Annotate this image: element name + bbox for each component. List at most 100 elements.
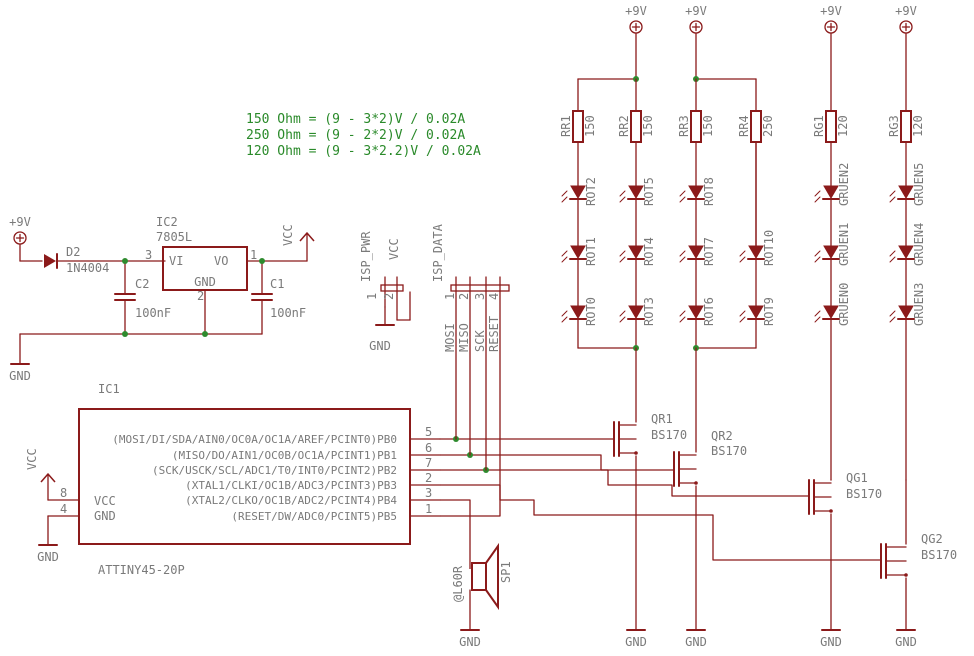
diode-body bbox=[44, 254, 56, 268]
transistor-qg1-source-node bbox=[829, 509, 833, 513]
led-body bbox=[570, 245, 586, 259]
led-body bbox=[628, 185, 644, 199]
resistor-body bbox=[900, 110, 912, 143]
led-body bbox=[823, 245, 839, 259]
led-light-arrow bbox=[679, 310, 686, 317]
led-label: ROT9 bbox=[762, 297, 776, 326]
led-body bbox=[570, 185, 586, 199]
speaker-name: SP1 bbox=[499, 561, 513, 583]
led-label: ROT8 bbox=[702, 177, 716, 206]
led-label: GRUEN1 bbox=[837, 223, 851, 266]
mcu-pin-num: 5 bbox=[425, 425, 432, 439]
resistor-body bbox=[825, 110, 837, 143]
isp-data-name: ISP_DATA bbox=[431, 223, 445, 282]
led-light-arrow bbox=[619, 196, 626, 203]
led-light-arrow bbox=[739, 310, 746, 317]
led-body bbox=[898, 185, 914, 199]
mcu-pin-num: 3 bbox=[425, 486, 432, 500]
transistor-qr2-source-node bbox=[694, 481, 698, 485]
led-light-arrow bbox=[739, 316, 746, 323]
led-body bbox=[628, 245, 644, 259]
wire bbox=[440, 291, 501, 517]
design-note-line: 150 Ohm = (9 - 3*2)V / 0.02A bbox=[246, 112, 465, 127]
led-body bbox=[688, 305, 704, 319]
diode-name: D2 bbox=[66, 245, 80, 259]
mcu-body bbox=[78, 408, 411, 545]
supply-9v-label: +9V bbox=[685, 4, 707, 18]
isp-pwr-name: ISP_PWR bbox=[359, 231, 373, 282]
transistor-qr1-name: QR1 bbox=[651, 412, 673, 426]
ground-label: GND bbox=[685, 635, 707, 649]
transistor-qr2-name: QR2 bbox=[711, 429, 733, 443]
led-light-arrow bbox=[619, 310, 626, 317]
capacitor-c2-name: C2 bbox=[135, 277, 149, 291]
led-label: ROT10 bbox=[762, 230, 776, 266]
led-light-arrow bbox=[561, 256, 568, 263]
mcu-value: ATTINY45-20P bbox=[98, 563, 185, 577]
isp-pwr-vcc-label: VCC bbox=[387, 238, 401, 260]
led-light-arrow bbox=[561, 310, 568, 317]
regulator-pin-vi: VI bbox=[169, 254, 183, 268]
junction-dot bbox=[122, 331, 128, 337]
ground-label: GND bbox=[9, 369, 31, 383]
capacitor-c1-name: C1 bbox=[270, 277, 284, 291]
led-label: ROT0 bbox=[584, 297, 598, 326]
mcu-pin-num: 6 bbox=[425, 441, 432, 455]
mcu-pin-label: (MISO/DO/AIN1/OC0B/OC1A/PCINT1)PB1 bbox=[172, 449, 397, 462]
mcu-pin-label: (MOSI/DI/SDA/AIN0/OC0A/OC1A/AREF/PCINT0)… bbox=[112, 433, 397, 446]
isp-pwr-pin-2: 2 bbox=[382, 293, 396, 300]
led-body bbox=[628, 305, 644, 319]
capacitor-c1-value: 100nF bbox=[270, 306, 306, 320]
mcu-pin-num-8: 8 bbox=[60, 486, 67, 500]
mcu-pin-num-4: 4 bbox=[60, 502, 67, 516]
resistor-value: 120 bbox=[911, 115, 925, 137]
led-body bbox=[748, 245, 764, 259]
transistor-qr1-source-node bbox=[634, 451, 638, 455]
led-light-arrow bbox=[739, 256, 746, 263]
resistor-value: 250 bbox=[761, 115, 775, 137]
mcu-name: IC1 bbox=[98, 382, 120, 396]
led-label: ROT2 bbox=[584, 177, 598, 206]
mcu-pin-vcc: VCC bbox=[94, 494, 116, 508]
supply-9v-label: +9V bbox=[625, 4, 647, 18]
led-light-arrow bbox=[889, 250, 896, 257]
transistor-qg1-value: BS170 bbox=[846, 487, 882, 501]
wire bbox=[440, 499, 471, 569]
led-light-arrow bbox=[814, 310, 821, 317]
resistor-body bbox=[572, 110, 584, 143]
isp-data-signal-label: MOSI bbox=[443, 323, 457, 352]
junction-dot bbox=[202, 331, 208, 337]
regulator-pin-num-1: 1 bbox=[250, 248, 257, 262]
led-light-arrow bbox=[561, 316, 568, 323]
regulator-pin-num-2: 2 bbox=[197, 289, 204, 303]
led-light-arrow bbox=[561, 196, 568, 203]
diode-value: 1N4004 bbox=[66, 261, 109, 275]
led-body bbox=[570, 305, 586, 319]
mcu-pin-label: (XTAL2/CLKO/OC1B/ADC2/PCINT4)PB4 bbox=[185, 494, 397, 507]
led-light-arrow bbox=[889, 316, 896, 323]
led-light-arrow bbox=[679, 256, 686, 263]
isp-data-pin-num: 2 bbox=[457, 293, 471, 300]
isp-data-signal-label: MISO bbox=[457, 323, 471, 352]
resistor-value: 150 bbox=[583, 115, 597, 137]
transistor-qg2-value: BS170 bbox=[921, 548, 957, 562]
resistor-body bbox=[750, 110, 762, 143]
mcu-pin-gnd: GND bbox=[94, 509, 116, 523]
led-body bbox=[898, 305, 914, 319]
resistor-name: RG3 bbox=[887, 115, 901, 137]
led-light-arrow bbox=[561, 250, 568, 257]
led-body bbox=[823, 185, 839, 199]
regulator-pin-num-3: 3 bbox=[145, 248, 152, 262]
transistor-qg2-source-node bbox=[904, 573, 908, 577]
isp-pwr-pin-1: 1 bbox=[365, 293, 379, 300]
led-light-arrow bbox=[679, 190, 686, 197]
vcc-label: VCC bbox=[281, 224, 295, 246]
led-label: GRUEN0 bbox=[837, 283, 851, 326]
wire bbox=[440, 469, 808, 497]
ground-label: GND bbox=[895, 635, 917, 649]
led-light-arrow bbox=[814, 250, 821, 257]
led-label: ROT6 bbox=[702, 297, 716, 326]
mcu-vcc-label: VCC bbox=[25, 448, 39, 470]
transistor-qr2-value: BS170 bbox=[711, 444, 747, 458]
